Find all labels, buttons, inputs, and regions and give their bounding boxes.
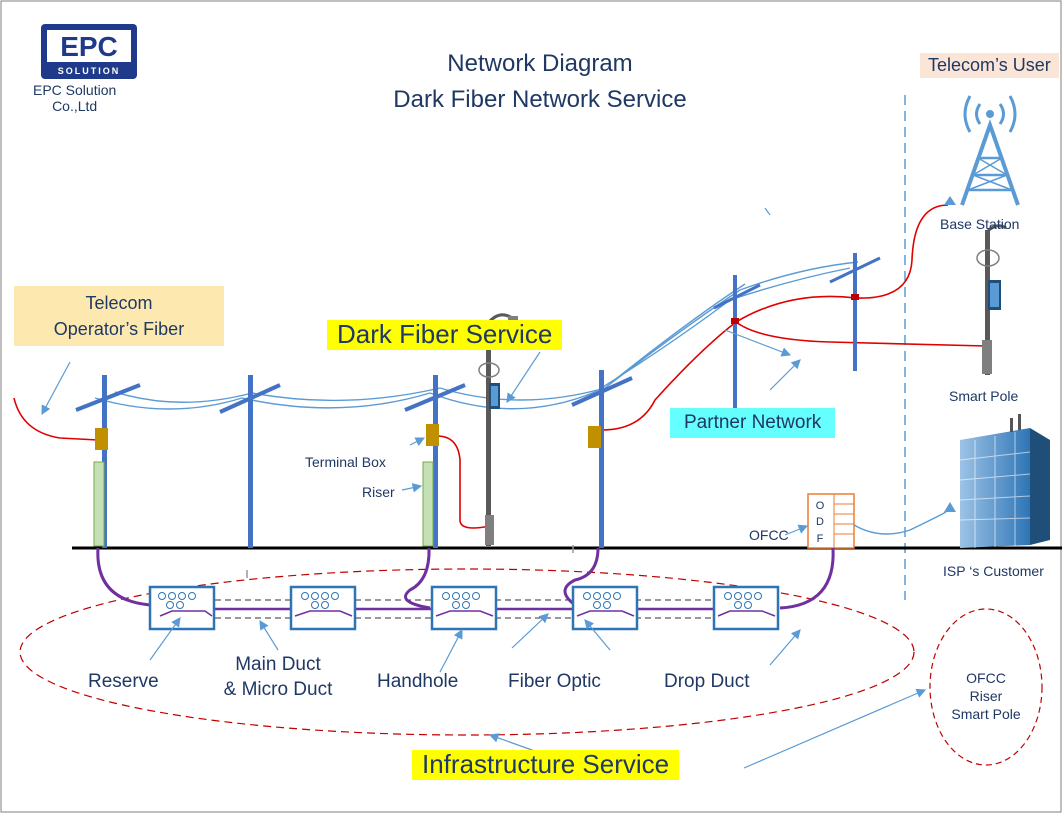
utility-pole-4	[571, 370, 633, 548]
title-line1: Network Diagram	[447, 50, 633, 77]
infrastructure-service-label: Infrastructure Service	[412, 749, 680, 780]
base-station-tower-icon	[944, 95, 1020, 206]
fiber-optic-label: Fiber Optic	[508, 671, 601, 692]
infrastructure-ellipse	[19, 568, 915, 736]
partner-network-label: Partner Network	[670, 408, 836, 438]
drop-duct-label: Drop Duct	[664, 671, 750, 692]
smart-pole-label: Smart Pole	[949, 388, 1019, 404]
odf-letter-o: O	[816, 500, 825, 512]
reserve-label: Reserve	[88, 671, 159, 692]
utility-pole-3	[404, 375, 466, 548]
odf-letter-f: F	[817, 533, 824, 545]
odf-box: O D F	[807, 493, 855, 549]
aerial-cables	[94, 261, 859, 410]
riser-label: Riser	[362, 484, 395, 500]
utility-pole-1	[75, 375, 141, 548]
annotation-arrows	[41, 329, 927, 769]
smart-pole-right-icon	[976, 224, 1007, 375]
utility-pole-6	[829, 253, 881, 371]
utility-pole-2	[219, 375, 281, 548]
handhole-4	[571, 585, 639, 631]
company-name-line2: Co.,Ltd	[52, 98, 98, 115]
title-line2: Dark Fiber Network Service	[393, 86, 687, 113]
base-station-label: Base Station	[940, 216, 1020, 232]
ofcc-riser-circle	[929, 608, 1043, 766]
circle-ofcc: OFCC	[966, 670, 1006, 686]
handhole-2	[289, 585, 357, 631]
company-name: EPC Solution Co.,Ltd	[33, 82, 116, 114]
building-icon	[944, 414, 1050, 548]
telecom-user-label: Telecom’s User	[920, 53, 1059, 78]
handhole-3	[430, 585, 498, 631]
logo-text: EPC	[60, 31, 118, 62]
terminal-box-label: Terminal Box	[305, 454, 386, 470]
main-duct-line2: & Micro Duct	[223, 678, 333, 700]
ofcc-riser-smart-pole-label: OFCC Riser Smart Pole	[944, 669, 1028, 724]
page-title: Network Diagram Dark Fiber Network Servi…	[330, 46, 750, 118]
odf-letter-d: D	[816, 516, 824, 528]
circle-riser: Riser	[969, 688, 1003, 705]
handhole-1	[148, 585, 216, 631]
telecom-operator-line2: Operator’s Fiber	[53, 319, 185, 340]
circle-smart-pole: Smart Pole	[951, 706, 1021, 723]
red-fiber	[13, 204, 987, 529]
ofcc-label: OFCC	[749, 527, 789, 543]
epc-logo: EPC SOLUTION	[41, 24, 137, 79]
dark-fiber-service-label: Dark Fiber Service	[327, 319, 563, 350]
isp-customer-label: ISP ‘s Customer	[943, 563, 1044, 579]
logo-subtext: SOLUTION	[58, 66, 121, 76]
telecom-operator-line1: Telecom	[85, 293, 153, 313]
handhole-5	[712, 585, 780, 631]
drop-ducts	[96, 547, 835, 610]
handhole-label: Handhole	[377, 671, 459, 692]
company-name-line1: EPC Solution	[33, 82, 117, 98]
telecom-operator-label: Telecom Operator’s Fiber	[14, 286, 224, 347]
main-duct-label: Main Duct & Micro Duct	[208, 653, 348, 702]
main-duct-line1: Main Duct	[235, 654, 321, 675]
utility-pole-5	[713, 275, 761, 425]
